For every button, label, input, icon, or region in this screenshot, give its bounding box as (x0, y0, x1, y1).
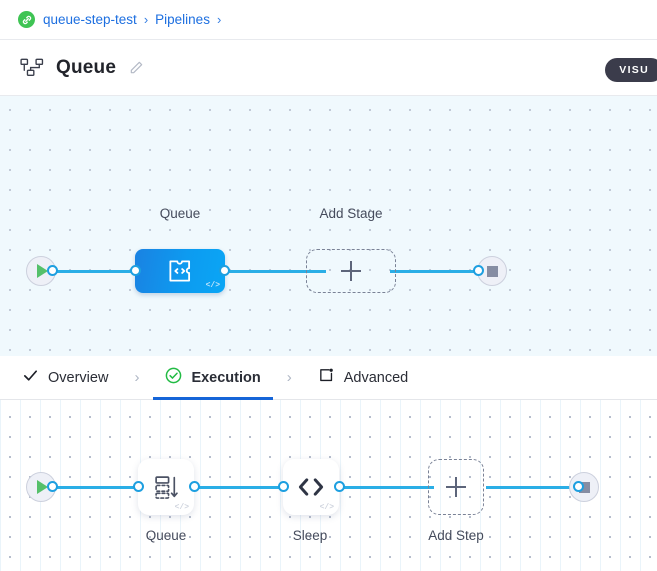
step-graph-canvas[interactable]: </> Queue </> Sleep Add Step (0, 400, 657, 571)
edge-start-to-step-queue (52, 486, 140, 489)
stop-icon (578, 481, 590, 493)
plus-icon (446, 477, 466, 497)
step-queue-input-port[interactable] (133, 481, 144, 492)
template-code-icon (169, 260, 191, 282)
stage-end-input-port[interactable] (473, 265, 484, 276)
pencil-icon[interactable] (128, 60, 144, 76)
stage-node-add-stage-label: Add Stage (319, 206, 383, 221)
tab-separator-2: › (286, 369, 292, 386)
tab-separator-1: › (134, 369, 140, 386)
pipeline-hierarchy-icon (20, 58, 44, 78)
step-sleep-output-port[interactable] (334, 481, 345, 492)
play-icon (37, 264, 48, 278)
stage-end-node[interactable] (477, 256, 507, 286)
page-title: Queue (56, 56, 117, 78)
stage-queue-input-port[interactable] (130, 265, 141, 276)
stage-graph-canvas[interactable]: </> Queue Add Stage (0, 96, 657, 356)
step-node-queue[interactable]: </> (138, 459, 194, 515)
tab-execution[interactable]: Execution (153, 356, 274, 400)
step-node-queue-code-badge: </> (174, 503, 189, 512)
play-icon (37, 480, 48, 494)
step-start-output-port[interactable] (47, 481, 58, 492)
step-node-sleep-code-badge: </> (319, 503, 334, 512)
edge-add-step-to-end (486, 486, 580, 489)
edge-add-stage-to-end (390, 270, 490, 273)
tab-advanced-label: Advanced (343, 369, 409, 386)
step-end-input-port[interactable] (573, 481, 584, 492)
step-sleep-input-port[interactable] (278, 481, 289, 492)
breadcrumb-item-project[interactable]: queue-step-test (43, 12, 137, 27)
stage-node-add-stage[interactable] (306, 249, 396, 293)
step-node-queue-label: Queue (145, 528, 187, 543)
step-node-sleep[interactable]: </> (283, 459, 339, 515)
check-icon (22, 367, 39, 388)
edge-sleep-to-add-step (342, 486, 434, 489)
stage-node-queue-label: Queue (159, 206, 201, 221)
tab-overview-label: Overview (48, 369, 109, 386)
stage-node-queue-code-badge: </> (205, 281, 220, 290)
step-queue-output-port[interactable] (189, 481, 200, 492)
step-node-sleep-label: Sleep (292, 528, 328, 543)
check-circle-icon (165, 367, 182, 388)
tab-execution-label: Execution (191, 369, 261, 386)
breadcrumb-separator-trailing: › (216, 12, 222, 27)
tab-advanced[interactable]: Advanced (318, 356, 409, 400)
plus-icon (341, 261, 361, 281)
edge-start-to-queue (52, 270, 186, 273)
edge-step-queue-to-sleep (196, 486, 286, 489)
stage-node-queue[interactable]: </> (135, 249, 225, 293)
stage-queue-output-port[interactable] (219, 265, 230, 276)
stop-icon (486, 265, 498, 277)
breadcrumb-separator: › (143, 12, 149, 27)
edge-queue-to-add-stage (218, 270, 326, 273)
queue-stack-icon (154, 475, 178, 499)
code-icon (298, 478, 324, 496)
step-end-node[interactable] (569, 472, 599, 502)
tab-overview[interactable]: Overview (22, 356, 108, 400)
breadcrumb: queue-step-test › Pipelines › (0, 0, 657, 40)
box-gear-icon (318, 367, 335, 388)
stage-start-output-port[interactable] (47, 265, 58, 276)
step-config-tabs: Overview › Execution › Advanced (0, 356, 657, 400)
breadcrumb-item-pipelines[interactable]: Pipelines (155, 12, 210, 27)
visual-toggle-button[interactable]: VISU (605, 58, 657, 82)
link-circle-icon (18, 11, 35, 28)
page-header: Queue VISU (0, 40, 657, 96)
step-node-add-step[interactable] (428, 459, 484, 515)
step-node-add-step-label: Add Step (428, 528, 484, 543)
